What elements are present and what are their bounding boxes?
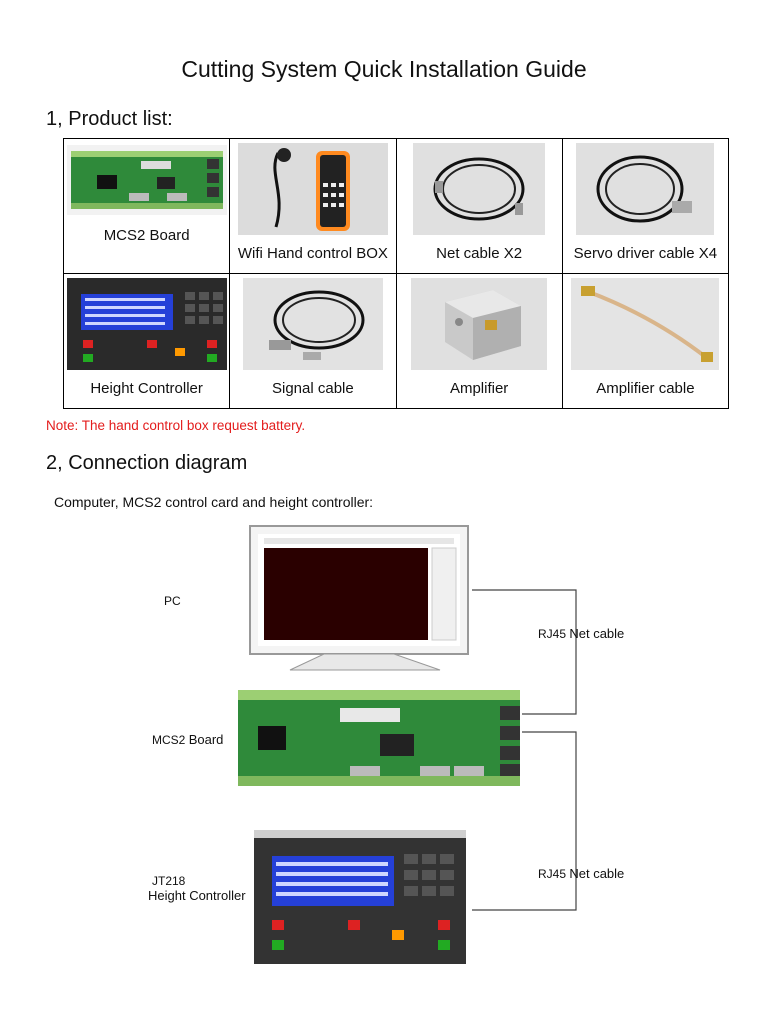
section-heading-connection-diagram: 2, Connection diagram [46,452,248,474]
product-label: Signal cable [272,380,354,397]
controller-board-photo [66,145,227,215]
product-cell: Amplifier cable [561,273,730,409]
product-cell: Net cable X2 [395,138,563,274]
product-label: Net cable X2 [436,245,523,262]
mcs2-board-icon [238,690,520,786]
section-heading-product-list: 1, Product list: [46,108,173,130]
product-cell: Wifi Hand control BOX [229,138,397,274]
product-label: Servo driver cable X4 [573,245,718,262]
jt218-label: JT218 [152,874,186,888]
amplifier-cable-photo [571,278,720,370]
pc-label: PC [164,594,181,608]
product-label: Amplifier [449,380,509,397]
diagram-subtitle: Computer, MCS2 control card and height c… [54,494,374,510]
product-label: Height Controller [90,380,203,397]
connection-lines [472,589,577,911]
hand-control-box-photo [237,143,388,235]
product-label: MCS2 Board [103,227,190,244]
product-table: MCS2 Board [62,138,730,409]
product-label: Amplifier cable [596,380,695,397]
pc-monitor-icon [249,525,469,671]
signal-cable-photo [242,278,383,370]
rj45-label-part: RJ45 [538,627,567,641]
rj45-label-part: RJ45 [538,867,567,881]
product-cell: MCS2 Board [62,138,231,274]
product-label: Wifi Hand control BOX [237,245,388,262]
net-cable-label-part: Net cable [569,866,625,881]
product-cell: Signal cable [229,273,397,409]
mcs2-label-part: MCS2 [152,733,186,747]
rj45-cable-label-2: RJ45 Net cable [538,866,624,881]
height-controller-photo [66,278,227,370]
board-label-part: Board [188,732,224,747]
product-cell: Servo driver cable X4 [561,138,730,274]
page-title: Cutting System Quick Installation Guide [181,56,587,82]
product-cell: Amplifier [395,273,563,409]
servo-cable-photo [576,143,715,235]
height-controller-icon [254,830,466,964]
battery-note: Note: The hand control box request batte… [46,418,306,433]
rj45-cable-label-1: RJ45 Net cable [538,626,624,641]
net-cable-label-part: Net cable [569,626,625,641]
product-cell: Height Controller [62,273,231,409]
net-cable-photo [413,143,546,235]
mcs2-board-label: MCS2 Board [152,732,223,747]
amplifier-photo [411,278,548,370]
connection-diagram [0,520,768,970]
height-controller-label: Height Controller [148,888,246,903]
